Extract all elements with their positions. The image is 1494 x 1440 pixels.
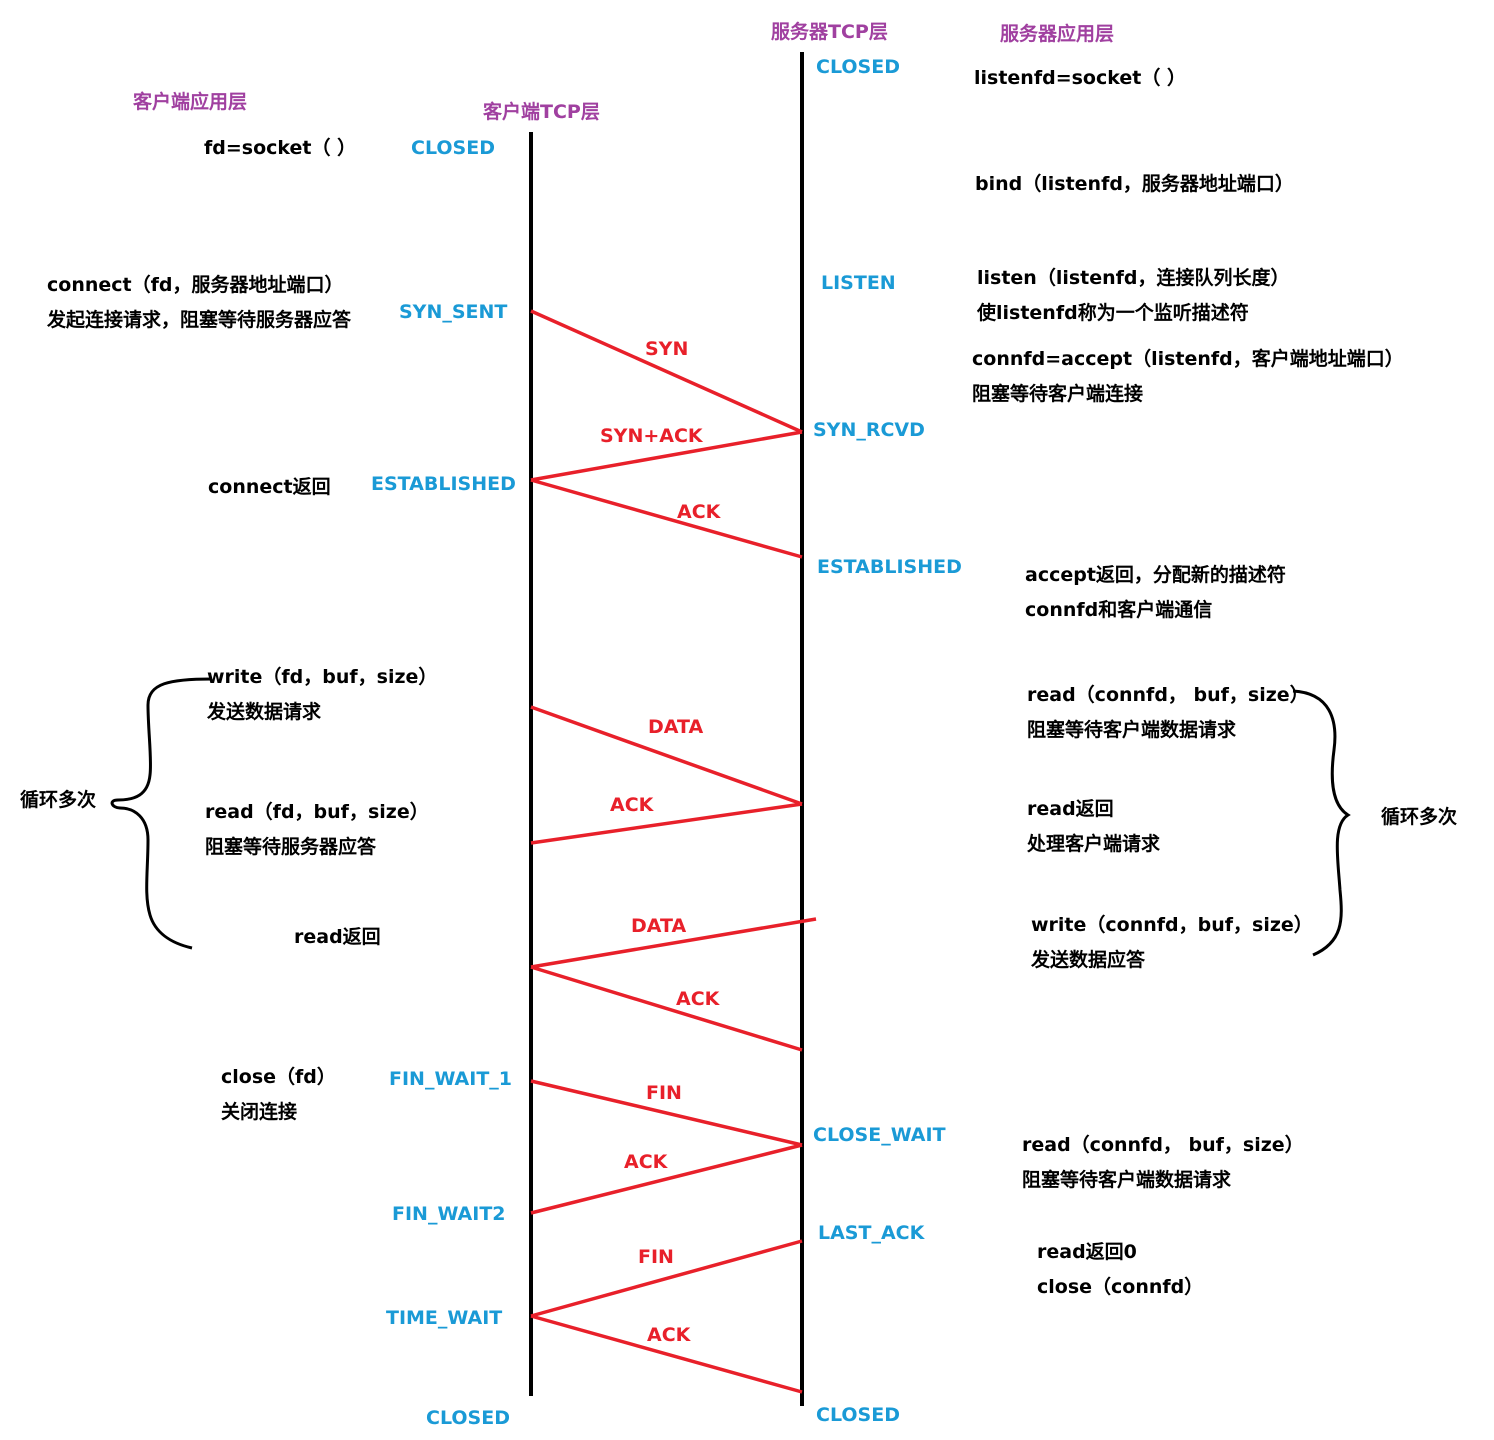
server-note-listen-desc: 使listenfd称为一个监听描述符 bbox=[976, 301, 1249, 324]
msg-fin-1-ack: ACK bbox=[624, 1151, 669, 1173]
server-state-syn-rcvd: SYN_RCVD bbox=[813, 419, 925, 441]
server-state-listen: LISTEN bbox=[821, 272, 896, 294]
msg-data-response: DATA bbox=[631, 915, 686, 937]
msg-data-response-ack: ACK bbox=[676, 988, 721, 1010]
server-note-accept-return: accept返回，分配新的描述符 bbox=[1025, 563, 1286, 586]
server-note-listen: listen（listenfd，连接队列长度） bbox=[977, 266, 1290, 289]
fin2-ack-arrow bbox=[530, 1314, 803, 1394]
msg-fin-2: FIN bbox=[638, 1246, 674, 1268]
server-state-closed-final: CLOSED bbox=[816, 1404, 900, 1426]
client-note-read: read（fd，buf，size） bbox=[205, 800, 429, 823]
server-note-write-desc: 发送数据应答 bbox=[1030, 948, 1146, 971]
server-note-read-final-desc: 阻塞等待客户端数据请求 bbox=[1022, 1168, 1232, 1191]
data-response-ack-arrow bbox=[530, 965, 803, 1052]
msg-syn: SYN bbox=[645, 338, 688, 360]
client-state-fin-wait-2: FIN_WAIT2 bbox=[392, 1203, 506, 1225]
data-response-arrow bbox=[530, 917, 817, 969]
server-note-write: write（connfd，buf，size） bbox=[1031, 913, 1313, 936]
client-note-close: close（fd） bbox=[221, 1065, 336, 1088]
client-note-write-desc: 发送数据请求 bbox=[206, 700, 322, 723]
client-state-closed-final: CLOSED bbox=[426, 1407, 510, 1429]
msg-ack-handshake: ACK bbox=[677, 501, 722, 523]
server-state-established: ESTABLISHED bbox=[817, 556, 962, 578]
server-loop-label: 循环多次 bbox=[1381, 805, 1457, 828]
client-note-connect: connect（fd，服务器地址端口） bbox=[47, 273, 343, 296]
server-note-close: close（connfd） bbox=[1037, 1275, 1203, 1298]
client-note-close-desc: 关闭连接 bbox=[221, 1100, 297, 1123]
ack-arrow bbox=[530, 478, 803, 559]
server-note-socket: listenfd=socket（ ） bbox=[974, 66, 1186, 89]
server-note-read: read（connfd， buf，size） bbox=[1027, 683, 1309, 706]
fin1-arrow bbox=[530, 1079, 803, 1147]
server-note-accept: connfd=accept（listenfd，客户端地址端口） bbox=[972, 347, 1404, 370]
client-state-established: ESTABLISHED bbox=[371, 473, 516, 495]
server-note-read-return-zero: read返回0 bbox=[1037, 1241, 1137, 1263]
syn-ack-arrow bbox=[530, 430, 803, 482]
client-note-write: write（fd，buf，size） bbox=[207, 665, 437, 688]
client-note-socket: fd=socket（ ） bbox=[204, 136, 356, 159]
client-state-closed: CLOSED bbox=[411, 137, 495, 159]
client-tcp-header: 客户端TCP层 bbox=[483, 100, 600, 123]
server-note-read-desc: 阻塞等待客户端数据请求 bbox=[1027, 718, 1237, 741]
msg-fin-1: FIN bbox=[646, 1082, 682, 1104]
data-request-arrow bbox=[530, 705, 803, 806]
client-note-connect-desc: 发起连接请求，阻塞等待服务器应答 bbox=[46, 308, 352, 331]
server-note-accept-return-desc: connfd和客户端通信 bbox=[1025, 598, 1212, 621]
client-note-read-return: read返回 bbox=[294, 926, 381, 948]
client-loop-label: 循环多次 bbox=[20, 788, 96, 811]
client-state-fin-wait-1: FIN_WAIT_1 bbox=[389, 1068, 512, 1090]
server-state-last-ack: LAST_ACK bbox=[818, 1222, 926, 1244]
client-state-time-wait: TIME_WAIT bbox=[386, 1307, 502, 1329]
server-note-read-final: read（connfd， buf，size） bbox=[1022, 1133, 1304, 1156]
server-state-close-wait: CLOSE_WAIT bbox=[813, 1124, 946, 1146]
msg-syn-ack: SYN+ACK bbox=[600, 425, 704, 447]
server-state-closed: CLOSED bbox=[816, 56, 900, 78]
client-loop-brace bbox=[110, 677, 213, 950]
fin1-ack-arrow bbox=[530, 1143, 803, 1215]
client-app-header: 客户端应用层 bbox=[133, 90, 247, 113]
data-ack-arrow bbox=[530, 802, 803, 845]
server-note-bind: bind（listenfd，服务器地址端口） bbox=[975, 172, 1294, 195]
server-tcp-header: 服务器TCP层 bbox=[771, 20, 888, 43]
server-app-header: 服务器应用层 bbox=[1000, 22, 1114, 45]
server-note-read-return-desc: 处理客户端请求 bbox=[1026, 832, 1161, 855]
server-note-accept-desc: 阻塞等待客户端连接 bbox=[972, 382, 1143, 405]
msg-data-request-ack: ACK bbox=[610, 794, 655, 816]
client-note-read-desc: 阻塞等待服务器应答 bbox=[205, 835, 377, 858]
msg-fin-2-ack: ACK bbox=[647, 1324, 692, 1346]
client-state-syn-sent: SYN_SENT bbox=[399, 301, 507, 323]
syn-arrow bbox=[530, 309, 803, 434]
msg-data-request: DATA bbox=[648, 716, 703, 738]
server-note-read-return: read返回 bbox=[1027, 798, 1114, 820]
fin2-arrow bbox=[530, 1239, 803, 1318]
server-loop-brace bbox=[1292, 689, 1351, 957]
client-note-connect-return: connect返回 bbox=[208, 476, 331, 498]
